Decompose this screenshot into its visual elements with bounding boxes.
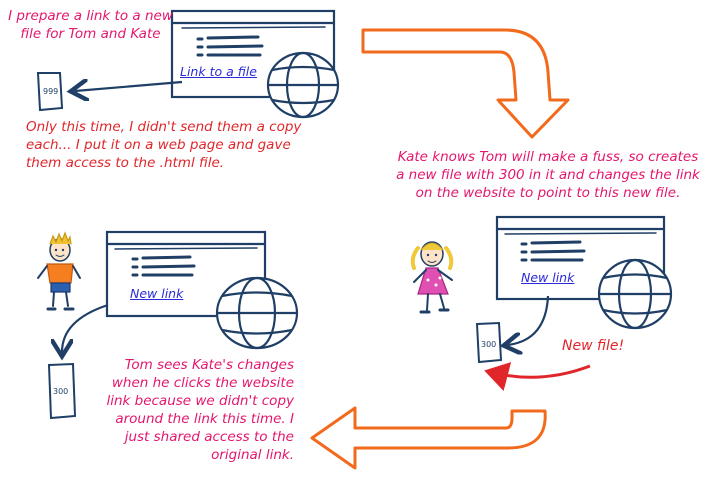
globe-icon (215, 276, 299, 350)
link-arrow (508, 295, 550, 345)
step2-text: Only this time, I didn't send them a cop… (26, 119, 302, 171)
file-label: 999 (43, 87, 58, 96)
link-to-a-file[interactable]: Link to a file (180, 64, 257, 79)
file-icon (36, 72, 64, 112)
orange-curved-arrow-icon (310, 406, 547, 470)
person-kate-icon (410, 241, 454, 314)
new-link-kate[interactable]: New link (521, 270, 575, 285)
step3-text: Kate knows Tom will make a fuss, so crea… (396, 149, 700, 201)
link-arrow (75, 82, 183, 91)
file-label: 300 (53, 387, 68, 396)
person-tom-icon (37, 231, 81, 311)
new-link-tom[interactable]: New link (130, 286, 184, 301)
new-file-note: New file! (562, 338, 625, 354)
link-arrow (62, 303, 109, 352)
file-icon (475, 321, 503, 364)
file-icon (47, 362, 77, 420)
new-file-arrow (484, 362, 591, 392)
step4-text: Tom sees Kate's changes when he clicks t… (106, 357, 294, 463)
globe-icon (266, 51, 340, 119)
globe-icon (597, 258, 673, 330)
file-label: 300 (481, 340, 496, 349)
orange-curved-arrow-icon (361, 28, 570, 139)
step1-text: I prepare a link to a new file for Tom a… (8, 8, 173, 42)
